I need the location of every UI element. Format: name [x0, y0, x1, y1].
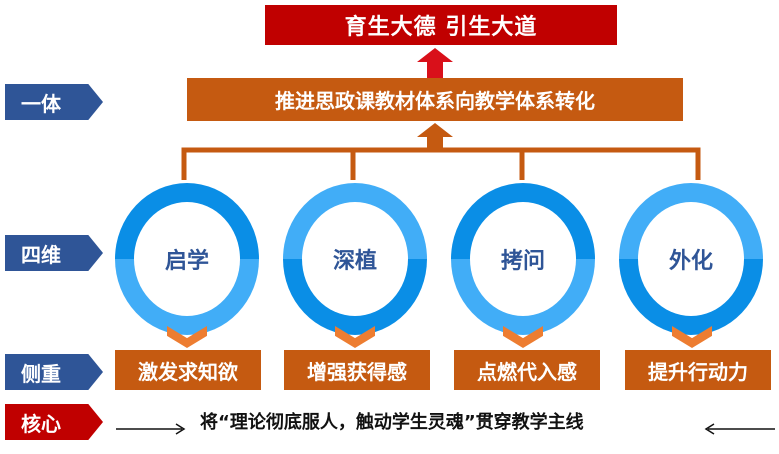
main-goal-box: 推进思政课教材体系向教学体系转化 [187, 78, 683, 121]
focus-box-1: 激发求知欲 [115, 350, 261, 390]
dimension-label: 拷问 [500, 249, 545, 274]
label-four: 四维 [5, 235, 103, 271]
label-focus: 侧重 [5, 354, 103, 390]
focus-box-4: 提升行动力 [625, 350, 771, 390]
dimension-ring-2: 深植 [283, 183, 427, 335]
dimension-ring-4: 外化 [619, 183, 763, 335]
focus-box-2: 增强获得感 [284, 350, 430, 390]
dimension-label: 外化 [668, 249, 713, 274]
dimension-ring-3: 拷问 [451, 183, 595, 335]
dimension-ring-1: 启学 [115, 183, 259, 335]
arrow-left-icon [704, 423, 775, 435]
label-one: 一体 [5, 84, 103, 120]
label-core: 核心 [5, 404, 103, 440]
dimension-label: 启学 [164, 249, 209, 274]
orange-up-arrow [417, 123, 453, 150]
focus-box-3: 点燃代入感 [454, 350, 600, 390]
core-statement: 将“理论彻底服人，触动学生灵魂”贯穿教学主线 [200, 412, 584, 433]
arrow-right-icon [116, 423, 186, 435]
dimension-label: 深植 [332, 249, 377, 274]
red-up-arrow [417, 48, 453, 78]
bracket [181, 147, 701, 180]
goal-box: 育生大德 引生大道 [265, 5, 617, 45]
